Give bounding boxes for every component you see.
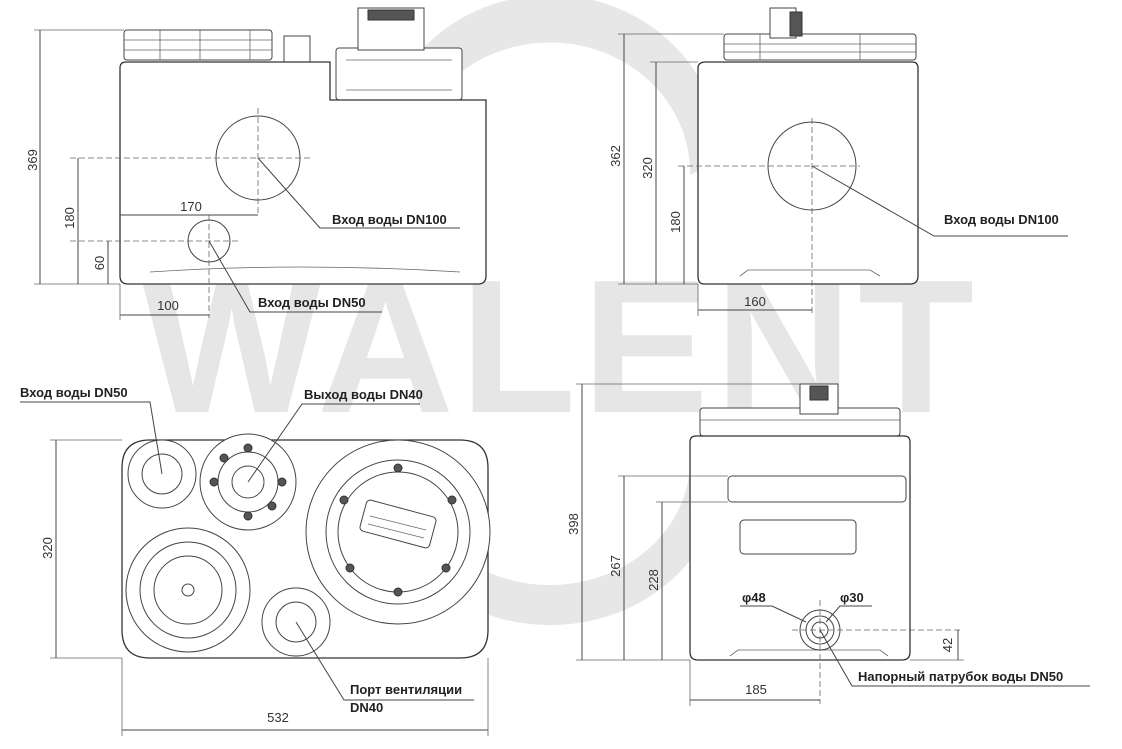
side-dim-320: 320 — [640, 157, 655, 179]
top-label-outlet40: Выход воды DN40 — [304, 387, 423, 402]
back-dim-267: 267 — [608, 555, 623, 577]
side-dim-160: 160 — [744, 294, 766, 309]
back-dim-phi48: φ48 — [742, 590, 766, 605]
back-label-pressure: Напорный патрубок воды DN50 — [858, 669, 1063, 684]
back-dim-228: 228 — [646, 569, 661, 591]
side-top-cover — [723, 33, 917, 61]
back-dim-42: 42 — [940, 638, 955, 652]
top-view: 320 532 Вход воды DN50 Выход воды DN40 П… — [20, 385, 491, 736]
front-top-cover — [123, 29, 273, 61]
side-view: 362 320 180 160 Вход воды DN100 — [608, 7, 1068, 316]
top-label-vent-line2: DN40 — [350, 700, 383, 715]
top-dim-532: 532 — [267, 710, 289, 725]
front-dim-180: 180 — [62, 207, 77, 229]
top-label-inlet50: Вход воды DN50 — [20, 385, 128, 400]
front-label-inlet100: Вход воды DN100 — [332, 212, 447, 227]
side-motor-cap — [789, 11, 803, 37]
side-dim-362: 362 — [608, 145, 623, 167]
front-dim-100: 100 — [157, 298, 179, 313]
back-upper-rim — [727, 475, 907, 503]
front-view: 369 180 60 170 100 Вход воды DN100 Вход … — [25, 7, 487, 320]
side-dim-180: 180 — [668, 211, 683, 233]
back-motor-cap — [809, 385, 829, 401]
back-view: 398 267 228 42 185 φ48 φ30 Напорный патр… — [566, 383, 1090, 706]
front-motor-housing — [335, 47, 463, 101]
back-dim-phi30: φ30 — [840, 590, 864, 605]
back-window — [739, 519, 857, 555]
watermark-swirl — [380, 0, 721, 175]
front-dim-369: 369 — [25, 149, 40, 171]
back-dim-185: 185 — [745, 682, 767, 697]
front-dim-60: 60 — [92, 256, 107, 270]
front-top-pipe — [283, 35, 311, 63]
back-dim-398: 398 — [566, 513, 581, 535]
top-label-vent-line1: Порт вентиляции — [350, 682, 462, 697]
front-label-inlet50: Вход воды DN50 — [258, 295, 366, 310]
side-label-inlet100: Вход воды DN100 — [944, 212, 1059, 227]
top-dim-320: 320 — [40, 537, 55, 559]
front-motor-cap — [367, 9, 415, 21]
front-dim-170: 170 — [180, 199, 202, 214]
